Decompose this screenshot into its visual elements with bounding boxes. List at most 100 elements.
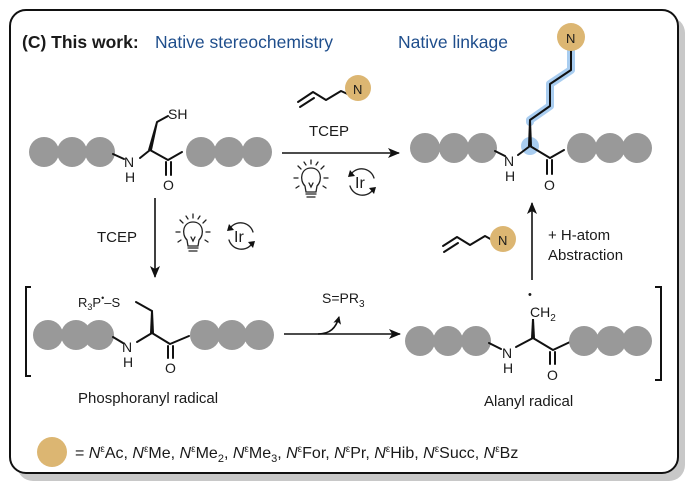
bond bbox=[156, 115, 169, 123]
bond bbox=[112, 336, 124, 344]
legend-item-name: For bbox=[302, 445, 327, 462]
legend-item-subscript: 2 bbox=[218, 453, 224, 465]
legend-prefix: N bbox=[334, 445, 346, 462]
peptide-bead bbox=[61, 320, 91, 350]
legend-item-name: Pr bbox=[350, 445, 367, 462]
peptide-beads-right bbox=[569, 326, 652, 356]
atom-ch2: CH2 bbox=[530, 304, 556, 324]
carbonyl-bond bbox=[546, 159, 553, 175]
legend-separator: , bbox=[475, 445, 484, 462]
peptide-bead bbox=[244, 320, 274, 350]
peptide-bead bbox=[85, 137, 115, 167]
atom-o: O bbox=[165, 360, 176, 376]
peptide-beads-right bbox=[190, 320, 274, 350]
atom-h: H bbox=[123, 354, 133, 370]
peptide-beads-left bbox=[33, 320, 114, 350]
carbonyl-bond bbox=[167, 345, 174, 359]
peptide-bead bbox=[190, 320, 220, 350]
legend-prefix: N bbox=[484, 445, 496, 462]
atom-o: O bbox=[163, 177, 174, 193]
bond bbox=[517, 145, 565, 159]
legend-equals: = bbox=[75, 445, 89, 462]
legend-item-name: Hib bbox=[390, 445, 414, 462]
down-reaction-arrow-group: TCEP Ir bbox=[97, 198, 255, 278]
atom-h: H bbox=[125, 169, 135, 185]
iridium-catalyst-icon: Ir bbox=[348, 168, 376, 196]
legend-superscript: ε bbox=[495, 444, 500, 455]
legend-separator: , bbox=[224, 445, 233, 462]
atom-sh: SH bbox=[168, 106, 187, 122]
legend: = NεAc, NεMe, NεMe2, NεMe3, NεFor, NεPr,… bbox=[37, 437, 518, 467]
tag-n: N bbox=[566, 31, 575, 46]
peptide-bead bbox=[410, 133, 440, 163]
legend-prefix: N bbox=[132, 445, 144, 462]
left-bracket bbox=[25, 286, 31, 377]
legend-prefix: N bbox=[374, 445, 386, 462]
peptide-beads-left bbox=[29, 137, 115, 167]
legend-separator: , bbox=[325, 445, 334, 462]
legend-prefix: N bbox=[233, 445, 245, 462]
panel-label: (C) This work: bbox=[22, 32, 139, 52]
peptide-bead bbox=[461, 326, 491, 356]
atom-o: O bbox=[544, 177, 555, 193]
wedge-bond bbox=[148, 122, 158, 150]
peptide-bead bbox=[433, 326, 463, 356]
peptide-bead bbox=[217, 320, 247, 350]
byproduct-label: S=PR3 bbox=[322, 290, 365, 310]
allylamine-reagent bbox=[297, 90, 353, 103]
legend-superscript: ε bbox=[386, 444, 391, 455]
legend-prefix: N bbox=[423, 445, 435, 462]
tag-circle bbox=[490, 226, 516, 252]
legend-superscript: ε bbox=[435, 444, 440, 455]
right-bracket bbox=[655, 286, 662, 381]
legend-superscript: ε bbox=[346, 444, 351, 455]
catalyst-label: Ir bbox=[355, 175, 365, 192]
legend-item-name: Me bbox=[196, 445, 218, 462]
peptide-bead bbox=[439, 133, 469, 163]
carbonyl-bond bbox=[549, 351, 556, 365]
peptide-bead bbox=[84, 320, 114, 350]
legend-superscript: ε bbox=[144, 444, 149, 455]
alanyl-radical-label: Alanyl radical bbox=[484, 393, 573, 410]
catalyst-label: Ir bbox=[234, 229, 244, 246]
wedge-bond bbox=[528, 120, 532, 146]
bond bbox=[488, 342, 502, 350]
up-reaction-arrow-group: + H-atom Abstraction N bbox=[442, 202, 623, 280]
bond bbox=[139, 149, 183, 161]
legend-prefix: N bbox=[180, 445, 192, 462]
tag-circle bbox=[345, 75, 371, 101]
peptide-beads-left bbox=[405, 326, 491, 356]
lysine-product-peptide: N H O N bbox=[410, 23, 652, 193]
tag-n: N bbox=[498, 233, 507, 248]
peptide-bead bbox=[405, 326, 435, 356]
down-reagent-tcep: TCEP bbox=[97, 229, 137, 246]
legend-superscript: ε bbox=[191, 444, 196, 455]
bond bbox=[136, 332, 190, 345]
carbonyl-bond bbox=[165, 161, 172, 176]
tag-n: N bbox=[353, 82, 362, 97]
peptide-bead bbox=[242, 137, 272, 167]
legend-item-subscript: 3 bbox=[271, 453, 277, 465]
iridium-catalyst-icon: Ir bbox=[227, 222, 255, 250]
peptide-bead bbox=[33, 320, 63, 350]
atom-n: N bbox=[504, 153, 514, 169]
allylamine-reagent bbox=[442, 235, 495, 247]
cysteine-peptide: N H SH O bbox=[29, 106, 272, 193]
abstraction-label: Abstraction bbox=[548, 247, 623, 264]
alanyl-radical-intermediate: N H • CH2 O Alanyl radical bbox=[405, 289, 652, 410]
peptide-bead bbox=[186, 137, 216, 167]
allylamine-double-bond bbox=[299, 97, 315, 108]
legend-superscript: ε bbox=[100, 444, 105, 455]
headline-native-linkage: Native linkage bbox=[398, 32, 508, 52]
legend-item-name: Bz bbox=[500, 445, 519, 462]
legend-item-name: Succ bbox=[439, 445, 475, 462]
peptide-beads-right bbox=[567, 133, 652, 163]
legend-superscript: ε bbox=[244, 444, 249, 455]
wedge-bond bbox=[150, 311, 154, 333]
legend-item-name: Me bbox=[249, 445, 271, 462]
wedge-bond bbox=[531, 319, 535, 338]
top-reaction-arrow-group: N TCEP Ir bbox=[282, 75, 400, 198]
legend-separator: , bbox=[171, 445, 180, 462]
legend-item-name: Me bbox=[148, 445, 170, 462]
